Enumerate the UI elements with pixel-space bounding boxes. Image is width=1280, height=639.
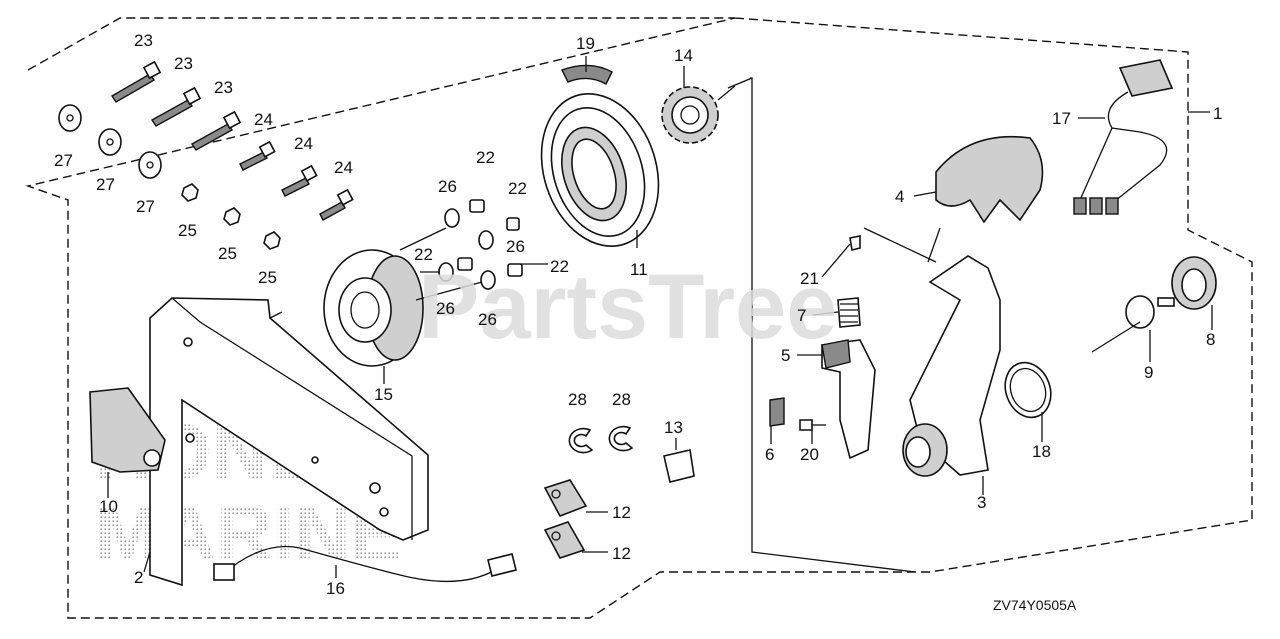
part-clip-a xyxy=(568,427,594,454)
callout-18: 18 xyxy=(1032,442,1051,461)
callout-5: 5 xyxy=(781,346,790,365)
part-pin xyxy=(769,397,785,427)
bolt-group xyxy=(111,60,354,221)
part-clip-b xyxy=(608,425,634,452)
callout-27b: 27 xyxy=(96,175,115,194)
callout-12b: 12 xyxy=(612,544,631,563)
part-screw-21 xyxy=(849,235,861,251)
part-shaft xyxy=(1091,295,1175,353)
callout-14: 14 xyxy=(674,46,693,65)
callout-13: 13 xyxy=(664,418,683,437)
part-holder xyxy=(663,449,695,483)
brand-watermark: PartsTree xyxy=(418,256,837,358)
callout-17: 17 xyxy=(1052,109,1071,128)
callout-10: 10 xyxy=(99,497,118,516)
part-harness xyxy=(221,545,496,583)
callout-4: 4 xyxy=(895,187,904,206)
callout-27a: 27 xyxy=(54,151,73,170)
part-main-lever xyxy=(909,255,1001,476)
part-pulley xyxy=(323,249,424,367)
callout-25a: 25 xyxy=(178,221,197,240)
part-plate-a xyxy=(543,479,588,518)
part-switch-harness xyxy=(1073,59,1174,215)
callout-11: 11 xyxy=(630,260,648,279)
screw-washer-group xyxy=(399,199,523,301)
assembly-frame-outer xyxy=(25,17,1253,619)
part-link-lever xyxy=(821,339,876,460)
callout-27c: 27 xyxy=(136,197,155,216)
callout-1: 1 xyxy=(1213,104,1222,123)
callout-24a: 24 xyxy=(254,110,273,129)
callout-26d: 26 xyxy=(478,310,497,329)
callout-24c: 24 xyxy=(334,158,353,177)
callout-15: 15 xyxy=(374,385,393,404)
leader-lines xyxy=(107,56,1213,578)
diagram-code: ZV74Y0505A xyxy=(993,597,1077,613)
callout-26b: 26 xyxy=(506,237,525,256)
callout-24b: 24 xyxy=(294,134,313,153)
callout-21: 21 xyxy=(800,269,819,288)
part-ring xyxy=(1004,361,1052,419)
part-cover-plate xyxy=(149,297,429,587)
callout-22d: 22 xyxy=(550,257,569,276)
callout-25b: 25 xyxy=(218,244,237,263)
part-plate-b xyxy=(543,521,586,559)
callout-23c: 23 xyxy=(214,78,233,97)
part-throttle-lever xyxy=(89,387,166,473)
part-spring xyxy=(837,297,861,328)
washer-group xyxy=(58,104,281,250)
callout-3: 3 xyxy=(977,493,986,512)
callout-19: 19 xyxy=(576,34,595,53)
callout-16: 16 xyxy=(326,579,345,598)
callout-22a: 22 xyxy=(476,148,495,167)
callout-22c: 22 xyxy=(414,245,433,264)
callout-26a: 26 xyxy=(438,177,457,196)
part-gear xyxy=(661,85,736,144)
callout-28a: 28 xyxy=(568,390,587,409)
callout-9: 9 xyxy=(1144,363,1153,382)
callout-8: 8 xyxy=(1206,330,1215,349)
callout-25c: 25 xyxy=(258,268,277,287)
callout-23a: 23 xyxy=(134,31,153,50)
assembly-frame-inner xyxy=(727,77,916,573)
part-screw-20 xyxy=(799,419,813,431)
part-drum xyxy=(540,93,660,247)
callout-2: 2 xyxy=(134,568,143,587)
part-knob xyxy=(1171,256,1217,310)
callout-23b: 23 xyxy=(174,54,193,73)
callout-labels: 1 2 3 4 5 6 7 8 9 10 11 12 12 13 14 15 1… xyxy=(54,31,1222,598)
callout-28b: 28 xyxy=(612,390,631,409)
callout-12a: 12 xyxy=(612,503,631,522)
callout-26c: 26 xyxy=(436,299,455,318)
callout-20: 20 xyxy=(800,445,819,464)
callout-7: 7 xyxy=(797,306,806,325)
part-upper-cover xyxy=(935,135,1044,224)
part-segment xyxy=(561,64,613,85)
part-detent xyxy=(821,339,851,369)
callout-6: 6 xyxy=(765,445,774,464)
callout-22b: 22 xyxy=(508,179,527,198)
